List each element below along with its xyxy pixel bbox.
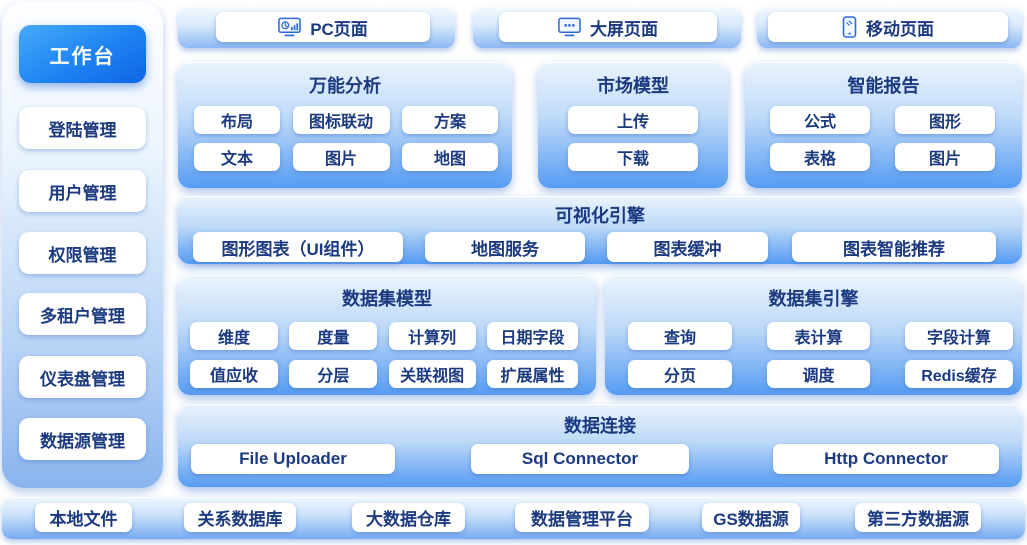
panel-visualization-engine: 可视化引擎 图形图表（UI组件） 地图服务 图表缓冲 图表智能推荐 — [178, 196, 1022, 264]
panel-universal-analysis: 万能分析 布局 图标联动 方案 文本 图片 地图 — [178, 62, 512, 188]
btn-ui-chart-components[interactable]: 图形图表（UI组件） — [193, 232, 403, 262]
top-panel-pc: PC页面 — [178, 6, 455, 48]
btn-http-connector[interactable]: Http Connector — [773, 444, 999, 474]
sidebar: 工作台 登陆管理 用户管理 权限管理 多租户管理 仪表盘管理 数据源管理 — [2, 2, 163, 488]
btn-chart-buffer[interactable]: 图表缓冲 — [607, 232, 768, 262]
bottom-item-thirdparty-datasource[interactable]: 第三方数据源 — [855, 503, 981, 532]
dataset-engine-buttons: 查询 表计算 字段计算 分页 调度 Redis缓存 — [628, 322, 1013, 388]
universal-analysis-title: 万能分析 — [309, 76, 381, 96]
top-panel-bigscreen: 大屏页面 — [473, 6, 741, 48]
bigscreen-monitor-icon — [558, 17, 581, 37]
bottom-item-bigdata-warehouse[interactable]: 大数据仓库 — [352, 503, 465, 532]
btn-pagination[interactable]: 分页 — [628, 360, 732, 388]
mobile-phone-icon — [842, 16, 857, 38]
top-panel-mobile: 移动页面 — [757, 6, 1022, 48]
nav-pc-page-button[interactable]: PC页面 — [216, 12, 430, 42]
panel-data-connection: 数据连接 File Uploader Sql Connector Http Co… — [178, 404, 1022, 487]
panel-market-model: 市场模型 上传 下载 — [538, 62, 728, 188]
btn-map-service[interactable]: 地图服务 — [425, 232, 585, 262]
btn-map[interactable]: 地图 — [402, 143, 498, 171]
btn-graphic[interactable]: 图形 — [895, 106, 995, 134]
btn-text[interactable]: 文本 — [194, 143, 280, 171]
btn-dimension[interactable]: 维度 — [190, 322, 278, 350]
panel-dataset-engine: 数据集引擎 查询 表计算 字段计算 分页 调度 Redis缓存 — [605, 275, 1022, 395]
market-model-title: 市场模型 — [597, 76, 669, 96]
btn-scheme[interactable]: 方案 — [402, 106, 498, 134]
btn-picture[interactable]: 图片 — [895, 143, 995, 171]
sidebar-item-dashboard-management[interactable]: 仪表盘管理 — [19, 356, 146, 398]
btn-hierarchy[interactable]: 分层 — [289, 360, 378, 388]
btn-extended-attr[interactable]: 扩展属性 — [486, 360, 578, 388]
btn-chart-linkage[interactable]: 图标联动 — [292, 106, 390, 134]
bottom-datasource-bar: 本地文件 关系数据库 大数据仓库 数据管理平台 GS数据源 第三方数据源 — [2, 497, 1025, 539]
btn-date-field[interactable]: 日期字段 — [486, 322, 578, 350]
dataset-model-buttons: 维度 度量 计算列 日期字段 值应收 分层 关联视图 扩展属性 — [190, 322, 578, 388]
sidebar-item-user-management[interactable]: 用户管理 — [19, 170, 146, 212]
nav-pc-page-label: PC页面 — [310, 19, 368, 39]
nav-mobile-page-label: 移动页面 — [866, 19, 934, 39]
btn-chart-smart-recommend[interactable]: 图表智能推荐 — [792, 232, 996, 262]
smart-report-title: 智能报告 — [847, 76, 920, 96]
btn-layout[interactable]: 布局 — [194, 106, 280, 134]
btn-schedule[interactable]: 调度 — [767, 360, 870, 388]
btn-image[interactable]: 图片 — [292, 143, 390, 171]
nav-bigscreen-page-button[interactable]: 大屏页面 — [499, 12, 717, 42]
btn-table-calc[interactable]: 表计算 — [767, 322, 870, 350]
sidebar-item-workbench[interactable]: 工作台 — [19, 25, 146, 83]
bottom-item-data-mgmt-platform[interactable]: 数据管理平台 — [515, 503, 649, 532]
bottom-item-local-file[interactable]: 本地文件 — [35, 503, 132, 532]
btn-value-receive[interactable]: 值应收 — [190, 360, 278, 388]
btn-file-uploader[interactable]: File Uploader — [191, 444, 395, 474]
btn-calc-column[interactable]: 计算列 — [388, 322, 476, 350]
bottom-item-gs-datasource[interactable]: GS数据源 — [702, 503, 800, 532]
btn-sql-connector[interactable]: Sql Connector — [471, 444, 689, 474]
btn-field-calc[interactable]: 字段计算 — [905, 322, 1013, 350]
sidebar-item-multitenant-management[interactable]: 多租户管理 — [19, 293, 146, 335]
btn-download[interactable]: 下载 — [568, 143, 698, 171]
sidebar-item-permission-management[interactable]: 权限管理 — [19, 232, 146, 274]
panel-smart-report: 智能报告 公式 图形 表格 图片 — [745, 62, 1022, 188]
sidebar-item-datasource-management[interactable]: 数据源管理 — [19, 418, 146, 460]
sidebar-item-login-management[interactable]: 登陆管理 — [19, 107, 146, 149]
panel-dataset-model: 数据集模型 维度 度量 计算列 日期字段 值应收 分层 关联视图 扩展属性 — [178, 275, 596, 395]
nav-mobile-page-button[interactable]: 移动页面 — [768, 12, 1008, 42]
btn-redis-cache[interactable]: Redis缓存 — [905, 360, 1013, 388]
dataset-engine-title: 数据集引擎 — [768, 289, 859, 309]
market-model-buttons: 上传 下载 — [568, 106, 698, 171]
btn-table[interactable]: 表格 — [770, 143, 870, 171]
dataset-model-title: 数据集模型 — [342, 289, 432, 309]
bottom-item-relational-db[interactable]: 关系数据库 — [184, 503, 296, 532]
visualization-engine-title: 可视化引擎 — [555, 206, 645, 226]
btn-related-view[interactable]: 关联视图 — [388, 360, 476, 388]
btn-query[interactable]: 查询 — [628, 322, 732, 350]
pc-monitor-chart-icon — [278, 17, 301, 37]
btn-measure[interactable]: 度量 — [289, 322, 378, 350]
btn-upload[interactable]: 上传 — [568, 106, 698, 134]
nav-bigscreen-page-label: 大屏页面 — [590, 19, 658, 39]
data-connection-title: 数据连接 — [564, 416, 636, 436]
universal-analysis-buttons: 布局 图标联动 方案 文本 图片 地图 — [194, 106, 498, 171]
btn-formula[interactable]: 公式 — [770, 106, 870, 134]
smart-report-buttons: 公式 图形 表格 图片 — [770, 106, 995, 171]
